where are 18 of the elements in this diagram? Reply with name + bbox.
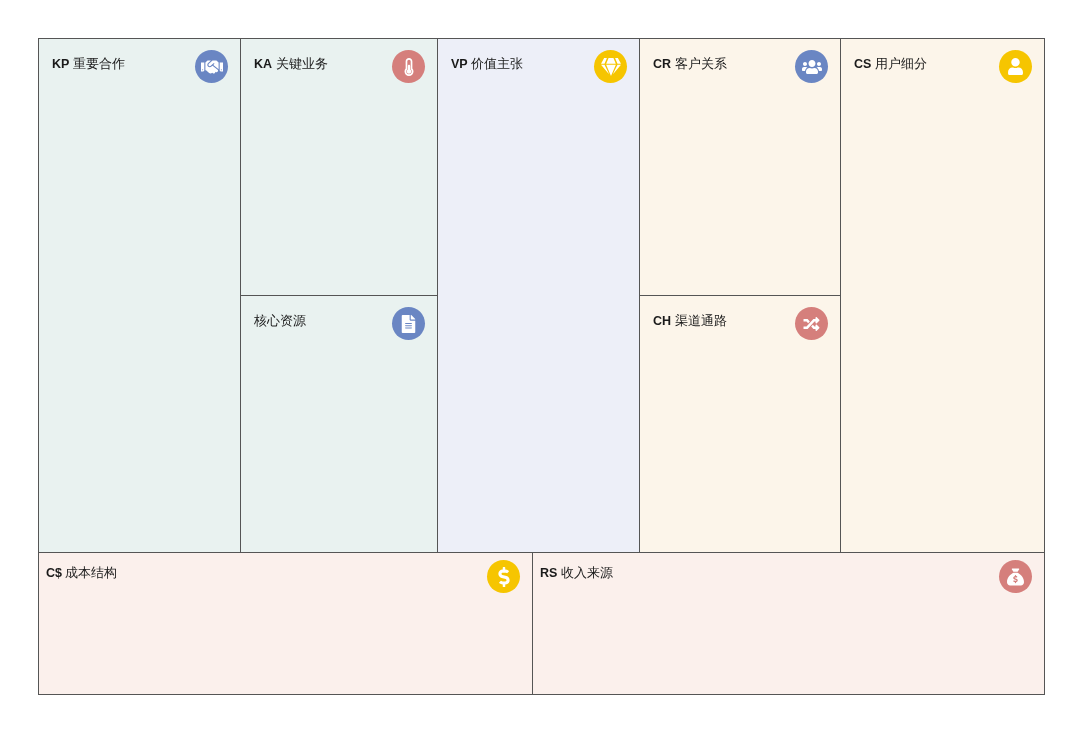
canvas-section	[639, 295, 841, 553]
section-heading: KP 重要合作	[52, 56, 125, 72]
section-heading: CH 渠道通路	[653, 313, 727, 329]
canvas-section	[639, 38, 841, 296]
section-heading: KA 关键业务	[254, 56, 328, 72]
section-heading: VP 价值主张	[451, 56, 524, 72]
section-heading: 核心资源	[254, 313, 306, 329]
canvas-section	[38, 38, 241, 553]
canvas-section	[240, 295, 438, 553]
canvas-section	[437, 38, 640, 553]
section-heading: RS 收入来源	[540, 565, 613, 581]
section-heading: CS 用户细分	[854, 56, 927, 72]
canvas-section	[840, 38, 1045, 553]
canvas-section	[532, 552, 1045, 695]
section-heading: C$ 成本结构	[46, 565, 118, 581]
canvas-section	[38, 552, 533, 695]
canvas-section	[240, 38, 438, 296]
section-heading: CR 客户关系	[653, 56, 727, 72]
